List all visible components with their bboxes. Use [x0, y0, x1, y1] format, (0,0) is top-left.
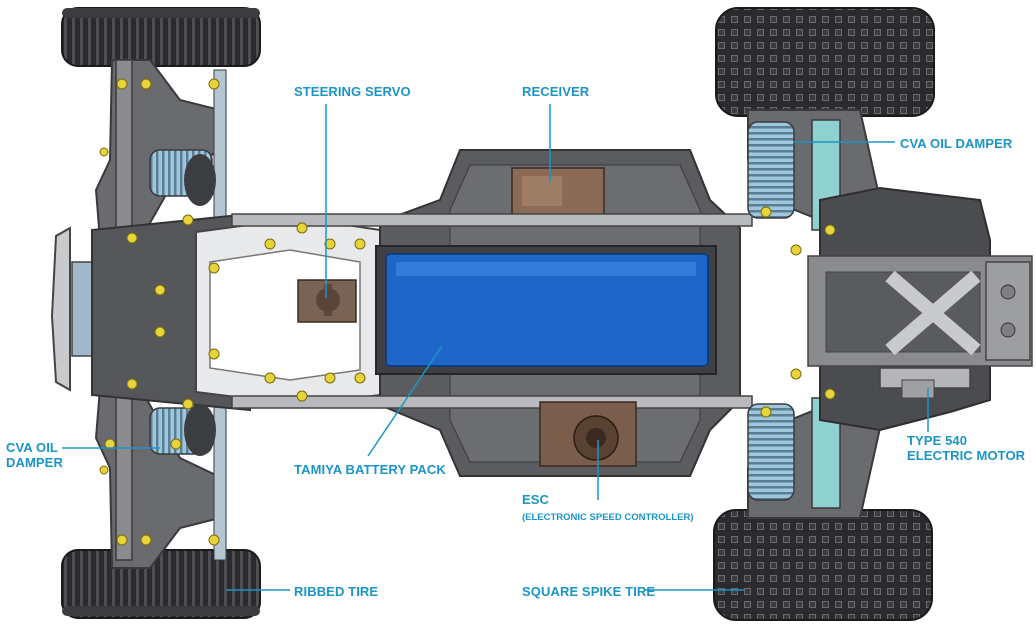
- label-esc-full-name: (ELECTRONIC SPEED CONTROLLER): [522, 512, 694, 523]
- label-battery-pack: TAMIYA BATTERY PACK: [294, 462, 446, 477]
- label-electric-motor-line2: ELECTRIC MOTOR: [907, 448, 1026, 463]
- battery-pack-icon: [375, 245, 717, 375]
- rear-right-square-spike-tire-icon: [713, 509, 933, 621]
- front-oil-damper-icon: [149, 149, 216, 456]
- label-receiver: RECEIVER: [522, 84, 590, 99]
- front-right-ribbed-tire-icon: [61, 549, 261, 619]
- rear-left-square-spike-tire-icon: [715, 7, 935, 117]
- label-cva-oil-damper-front-line1: CVA OIL: [6, 440, 58, 455]
- label-square-spike-tire: SQUARE SPIKE TIRE: [522, 584, 656, 599]
- front-bumper: [50, 226, 71, 392]
- screws: [99, 78, 836, 546]
- receiver-icon: [511, 167, 605, 217]
- label-ribbed-tire: RIBBED TIRE: [294, 584, 379, 599]
- steering-servo-icon: [297, 279, 357, 323]
- label-cva-oil-damper-front: CVA OIL DAMPER: [6, 440, 63, 470]
- label-electric-motor: TYPE 540 ELECTRIC MOTOR: [907, 433, 1025, 463]
- esc-icon: [539, 401, 637, 467]
- label-electric-motor-line1: TYPE 540: [907, 433, 968, 448]
- rear-oil-damper-icon: [747, 121, 795, 501]
- lower-side-rail: [231, 395, 753, 409]
- rear-x-frame: [807, 255, 1033, 367]
- leader-lines: [62, 104, 929, 591]
- label-cva-oil-damper-rear: CVA OIL DAMPER: [900, 136, 1013, 151]
- electric-motor-icon: [879, 367, 971, 399]
- label-esc: ESC: [522, 492, 550, 507]
- label-cva-oil-damper-front-line2: DAMPER: [6, 455, 63, 470]
- upper-side-rail: [231, 213, 753, 227]
- label-steering-servo: STEERING SERVO: [294, 84, 411, 99]
- front-left-ribbed-tire-icon: [61, 7, 261, 67]
